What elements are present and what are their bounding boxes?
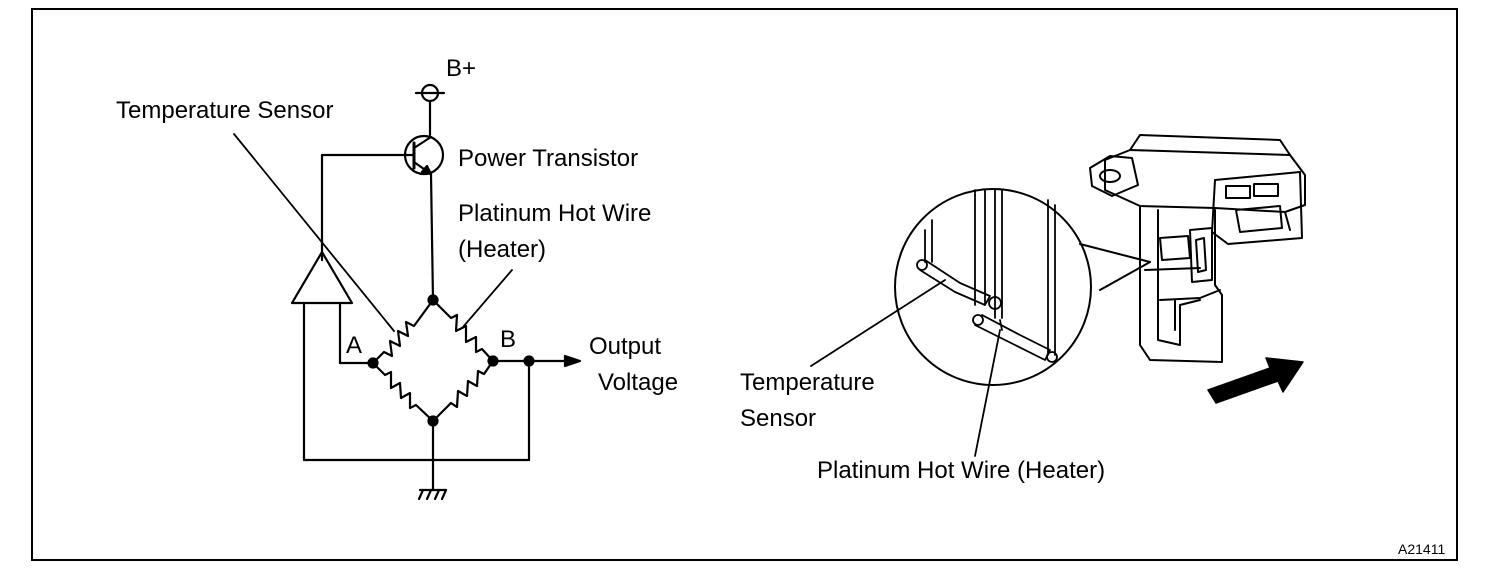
hot-wire-label-line2: (Heater): [458, 236, 547, 263]
ground-symbol: [417, 488, 448, 501]
supply-terminal: [414, 83, 446, 137]
output-label-line1: Output: [589, 333, 662, 360]
node-a-label: A: [346, 332, 363, 359]
temperature-sensor-label: Temperature Sensor: [116, 97, 334, 124]
output-label-line2: Voltage: [598, 369, 679, 396]
circuit-leader-lines: [233, 133, 513, 332]
magnified-detail-circle: [894, 188, 1151, 386]
detail-internals: [916, 189, 1058, 363]
supply-label: B+: [446, 55, 477, 82]
sensor-hot-wire-label: Platinum Hot Wire (Heater): [817, 457, 1106, 484]
hot-wire-label-line1: Platinum Hot Wire: [458, 200, 652, 227]
bridge-resistors: [371, 298, 495, 423]
sensor-temperature-label-line2: Sensor: [740, 405, 817, 432]
figure-frame: [31, 8, 1458, 561]
sensor-temperature-label-line1: Temperature: [740, 369, 875, 396]
power-transistor-label: Power Transistor: [458, 145, 639, 172]
sensor-leader-lines: [810, 279, 1001, 457]
figure-id: A21411: [1398, 541, 1446, 557]
airflow-arrow: [1207, 357, 1304, 404]
sensor-housing: [1089, 134, 1306, 363]
node-b-label: B: [500, 326, 517, 353]
amplifier-symbol: [290, 250, 354, 305]
circuit-nodes: [367, 294, 535, 427]
